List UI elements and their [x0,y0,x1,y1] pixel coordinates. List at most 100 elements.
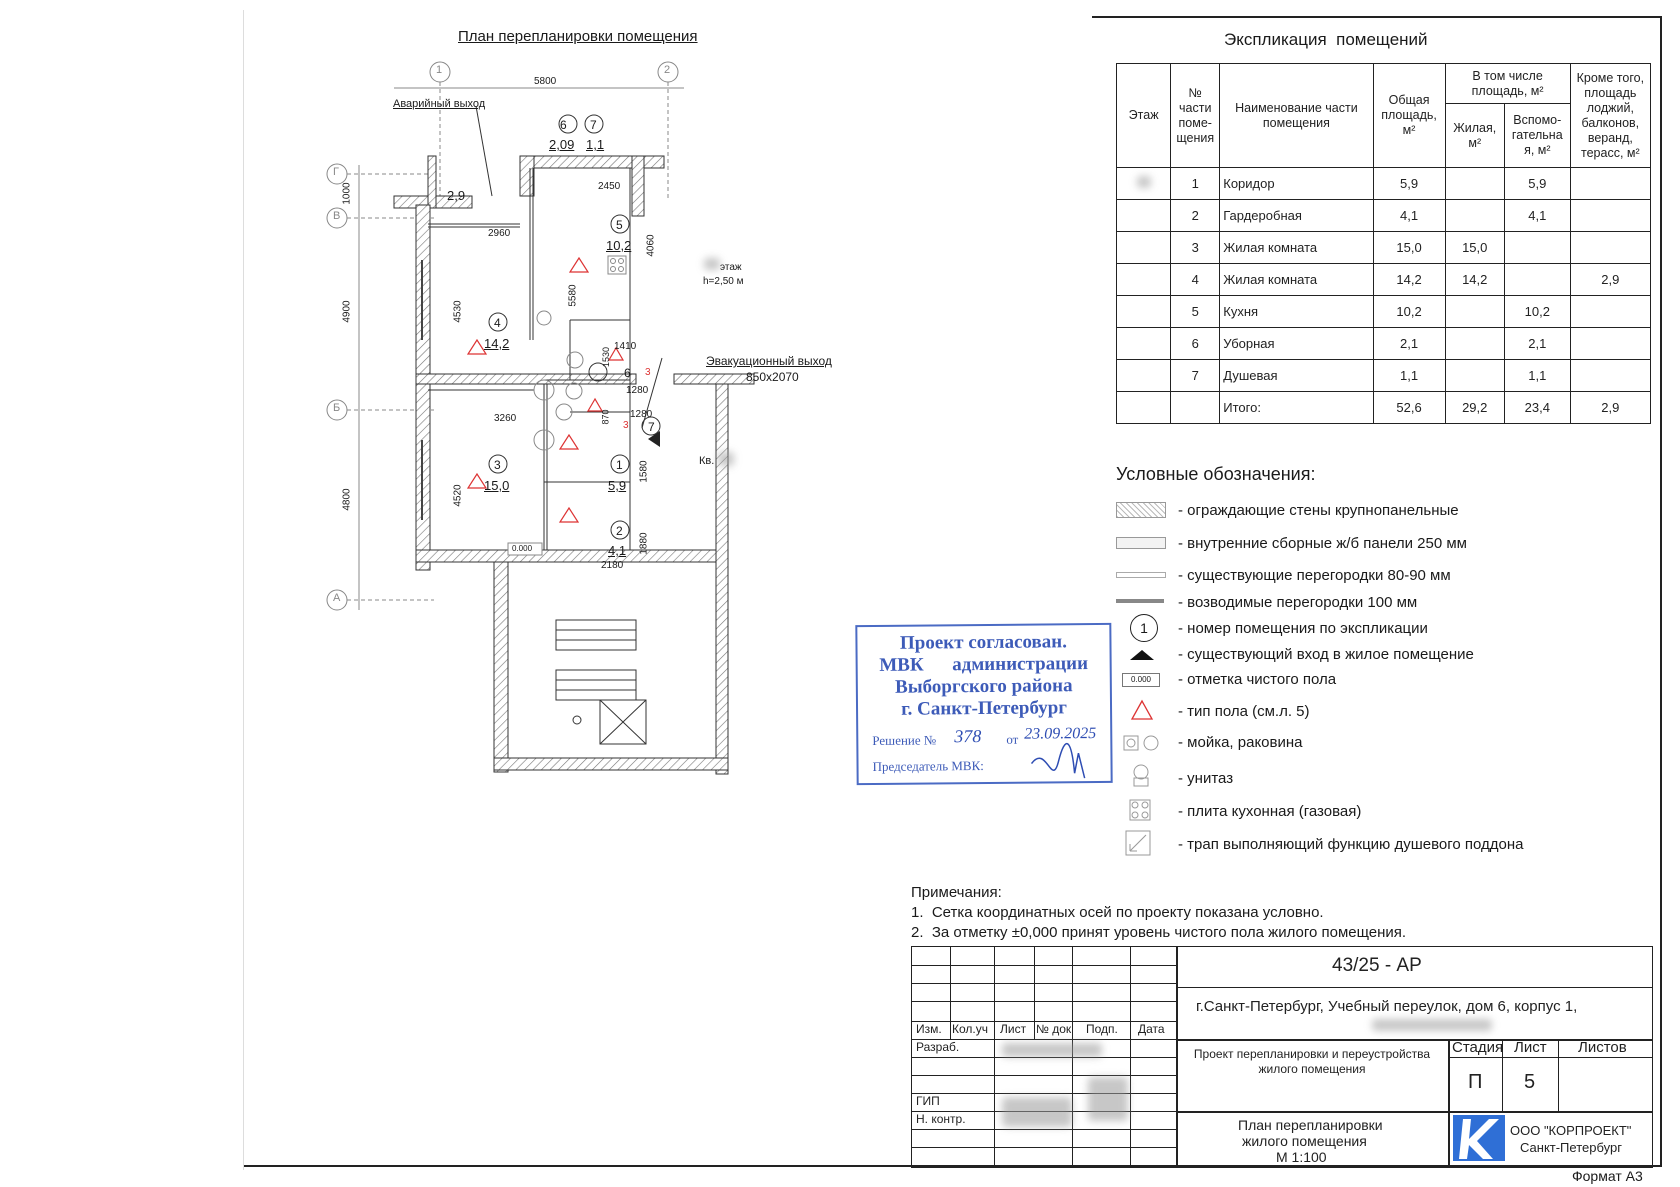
signature-icon [1030,742,1086,779]
th-incl: В том числе площадь, м² [1444,63,1571,104]
note-item: 2. За отметку ±0,000 принят уровень чист… [911,924,1407,941]
frame-left [243,10,244,1170]
room-2-area: 4,1 [608,543,627,558]
floor-type-triangle-icon [466,472,488,489]
room-1-num: 1 [616,458,623,472]
cell-total: 1,1 [1372,359,1446,392]
th-extra: Кроме того, площадь лоджий, балконов, ве… [1569,63,1652,168]
floor-mark-plan: 0.000 [512,544,533,553]
entrance-arrow-icon [648,431,660,447]
stove-icon [607,255,627,275]
cell-total: 2,1 [1372,327,1446,360]
new-partition-icon [1116,599,1164,603]
sheet-value: 5 [1524,1071,1536,1093]
room-4-num: 4 [494,316,501,330]
room-2-num: 2 [616,524,623,538]
cell-total: 14,2 [1372,263,1446,296]
title-block: Изм. Кол.уч Лист № док Подп. Дата Разраб… [911,946,1653,1168]
cell-living [1444,327,1505,360]
drawing-code: 43/25 - АР [1332,955,1422,976]
cell-total: 5,9 [1372,167,1446,200]
dim-1410: 1410 [614,341,637,352]
company-name-1: ООО "КОРПРОЕКТ" [1510,1123,1632,1138]
floor-type-triangle-icon [466,338,488,355]
project-name: Проект перепланировки и переустройства ж… [1193,1047,1431,1076]
table-row: 4 Жилая комната 14,2 14,2 2,9 [1115,263,1652,296]
cell-name: Кухня [1219,295,1374,328]
cell-total: 4,1 [1372,199,1446,232]
stage-label: Стадия [1452,1039,1504,1056]
cell-aux: 10,2 [1503,295,1571,328]
redacted-floor [1136,176,1151,188]
floor-note-2: h=2,50 м [703,276,744,287]
cell-aux: 2,1 [1503,327,1571,360]
address: г.Санкт-Петербург, Учебный переулок, дом… [1196,998,1578,1015]
drawing-scale: М 1:100 [1276,1149,1327,1165]
approval-stamp: Проект согласован. МВК администрации Выб… [855,622,1113,786]
room-5-num: 5 [616,218,623,232]
table-row: 5 Кухня 10,2 10,2 [1115,295,1652,328]
room-3-area: 15,0 [484,478,510,493]
stage-value: П [1468,1071,1483,1093]
entrance-icon [1130,650,1154,660]
sheets-label: Листов [1578,1039,1627,1056]
dim-2960: 2960 [488,228,511,239]
cell-extra: 2,9 [1569,263,1652,296]
th-aux: Вспомо-гательна я, м² [1503,103,1571,168]
floor-note-1: этаж [720,262,742,273]
stamp-decision-label: Решение № [872,732,937,748]
room-number-icon: 1 [1130,614,1158,642]
stamp-line-1: Проект согласован. [899,631,1068,654]
room-4-area: 14,2 [484,336,510,351]
cell-extra [1569,199,1652,232]
cell-living [1444,295,1505,328]
cell-living [1444,199,1505,232]
redacted-names [1002,1097,1072,1127]
sink-icon [1123,735,1159,751]
left-sheet [244,10,1099,1175]
dim-2450: 2450 [598,181,621,192]
cell-extra [1569,327,1652,360]
room-circles [488,114,661,540]
dim-3260: 3260 [494,413,517,424]
stamp-line-2: МВК администрации [879,653,1089,676]
cell-extra [1569,295,1652,328]
door-swing-icon [555,403,573,421]
door-swing-icon [533,379,555,401]
col-kol: Кол.уч [952,1022,988,1036]
cell-aux: 4,1 [1503,199,1571,232]
th-name: Наименование части помещения [1219,63,1374,168]
floor-plan [326,61,755,775]
room-3-num: 3 [494,458,501,472]
cell-extra: 2,9 [1569,391,1652,424]
cell-aux [1503,263,1571,296]
frame-top-right [1092,16,1662,18]
col-date: Дата [1138,1022,1165,1036]
company-name-2: Санкт-Петербург [1520,1140,1622,1155]
floor-type-3a: 3 [645,367,651,378]
evac-exit-label: Эвакуационный выход [706,354,832,368]
format-label: Формат А3 [1572,1168,1643,1184]
note-item: 1. Сетка координатных осей по проекту по… [911,904,1324,921]
cell-extra [1569,167,1652,200]
cell-num: 3 [1170,231,1221,264]
cell-living [1444,167,1505,200]
cell-num: 6 [1170,327,1221,360]
floor-type-triangle-icon [586,397,604,412]
col-list: Лист [1000,1022,1027,1036]
cell-aux: 1,1 [1503,359,1571,392]
dim-1280a: 1280 [626,385,649,396]
door-swing-icon [565,382,583,400]
dim-top-axis: 5800 [534,76,557,87]
axis-label-1: 1 [436,64,443,76]
row-gip: ГИП [916,1094,940,1108]
table-row: 2 Гардеробная 4,1 4,1 [1115,199,1652,232]
outer-wall-icon [1116,502,1166,518]
cell-aux [1503,231,1571,264]
table-row: 6 Уборная 2,1 2,1 [1115,327,1652,360]
cell-extra [1569,359,1652,392]
axis-label-a: А [333,592,341,604]
stamp-chair-label: Председатель МВК: [872,758,984,774]
evac-exit-size: 850x2070 [746,370,799,384]
stamp-from-label: от [1006,731,1019,747]
